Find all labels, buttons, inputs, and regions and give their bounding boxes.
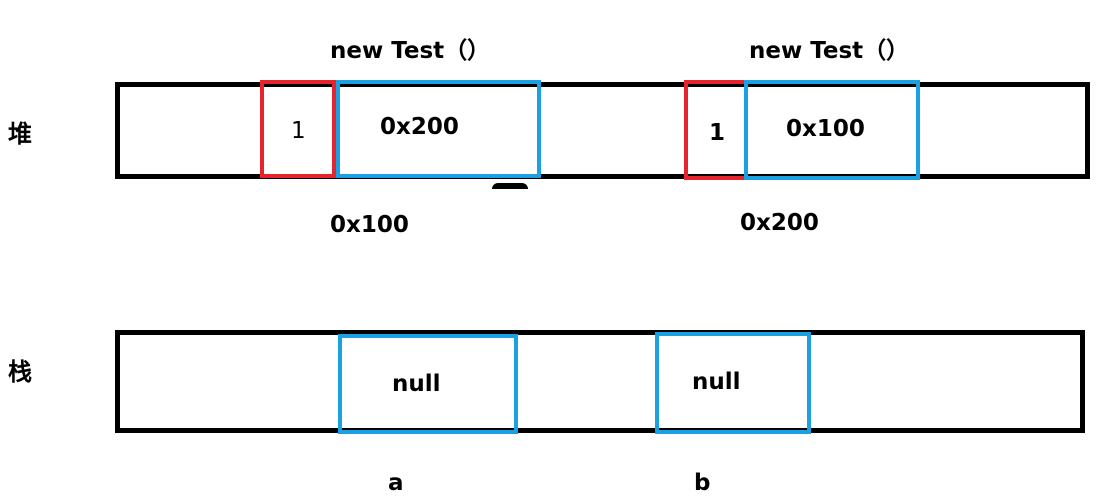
heap-container [115,82,1090,179]
stack-variable-a-value: null [392,371,441,397]
stack-container [115,330,1085,433]
heap-object-2-field-value: 1 [709,120,726,146]
stack-variable-b-value: null [692,369,741,395]
heap-label: 堆 [8,120,32,148]
heap-object-2-title: new Test（） [749,38,910,64]
heap-object-2-reference-value: 0x100 [786,116,865,142]
stack-variable-b-name: b [694,470,711,496]
heap-object-1-reference-value: 0x200 [380,114,459,140]
stray-mark [492,183,528,189]
stack-variable-a-cell: null [338,334,518,434]
heap-object-1-address: 0x100 [330,212,409,238]
stack-variable-b-cell: null [655,332,811,434]
stack-label: 栈 [8,358,32,386]
heap-object-2-reference-cell: 0x100 [744,80,920,180]
stack-variable-a-name: a [388,470,404,496]
heap-object-2-address: 0x200 [740,210,819,236]
heap-object-1-title: new Test（） [330,38,491,64]
heap-object-2-field-cell: 1 [684,80,748,180]
heap-object-1-field-cell: 1 [260,80,336,178]
heap-object-1-field-value: 1 [291,118,306,144]
heap-object-1-reference-cell: 0x200 [336,80,541,178]
